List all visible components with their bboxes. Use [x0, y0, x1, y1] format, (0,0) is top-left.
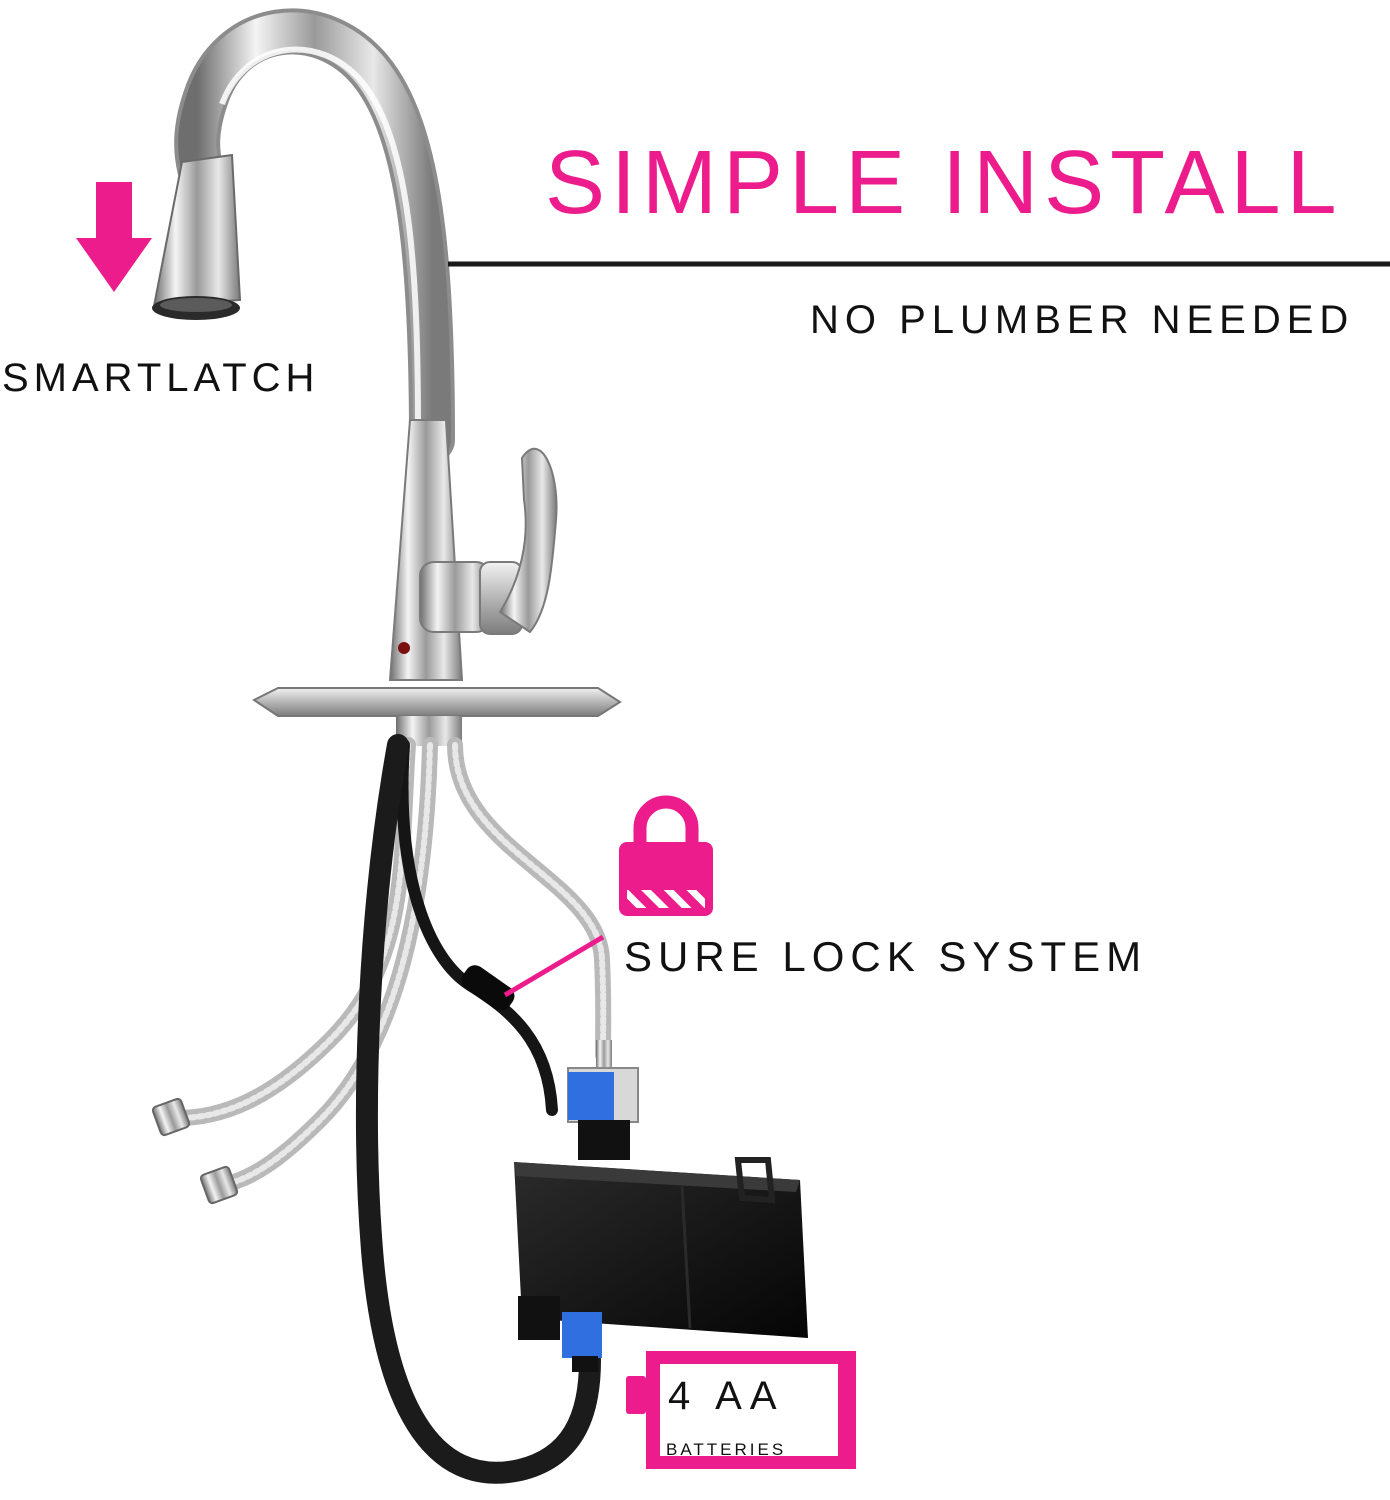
headline: SIMPLE INSTALL — [545, 133, 1343, 233]
battery-icon — [626, 1351, 856, 1469]
lock-icon — [619, 795, 713, 916]
deck-plate — [252, 687, 622, 746]
sure-lock-pointer — [503, 934, 605, 998]
battery-count: 4 AA — [668, 1374, 785, 1418]
cable-connector — [461, 965, 515, 1011]
hose-nut-right — [199, 1165, 239, 1205]
faucet-body — [388, 419, 558, 681]
arrow-down-icon — [76, 182, 152, 292]
spray-head — [152, 153, 242, 320]
battery-label: BATTERIES — [666, 1440, 787, 1459]
hose-nut-left — [151, 1097, 191, 1137]
smartlatch-label: SMARTLATCH — [2, 356, 320, 400]
subheadline: NO PLUMBER NEEDED — [810, 298, 1355, 342]
faucet-spout — [174, 8, 455, 463]
sure-lock-label: SURE LOCK SYSTEM — [624, 933, 1148, 980]
control-box — [514, 1040, 808, 1372]
